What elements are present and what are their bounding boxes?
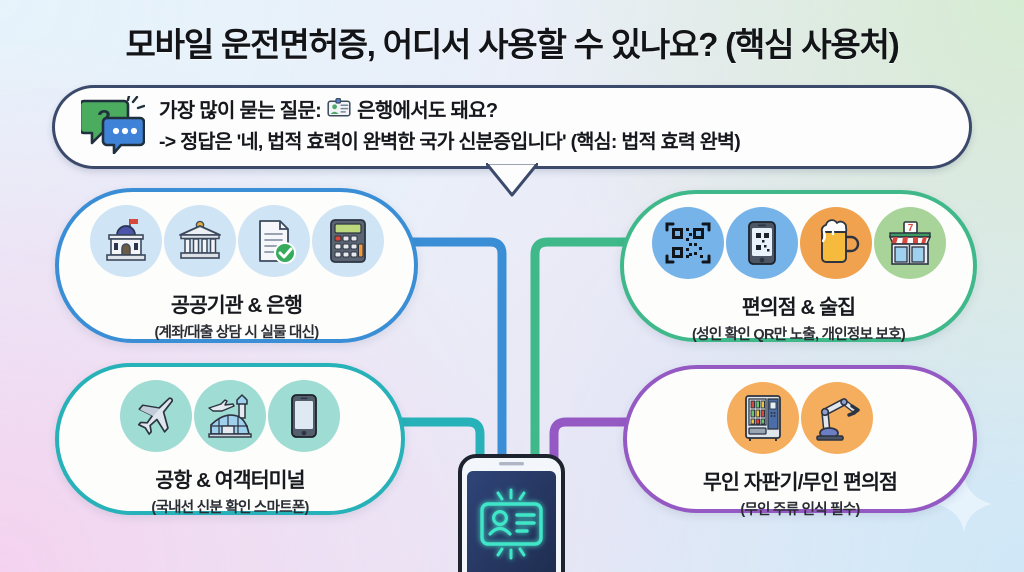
- faq-question-line: 가장 많이 묻는 질문: 은행에서도 돼요?: [159, 98, 740, 125]
- smartphone-mobile-id-icon[interactable]: [455, 452, 568, 572]
- connector-unmanned: [549, 417, 633, 477]
- card-title: 편의점 & 술집: [741, 296, 856, 319]
- glowing-id-card-icon: [480, 488, 543, 560]
- card-airport-terminal[interactable]: 공항 & 여객터미널 (국내선 신분 확인 스마트폰): [55, 363, 405, 516]
- svg-text:7: 7: [907, 223, 913, 234]
- convenience-store-icon: 7: [873, 207, 946, 279]
- card-convenience-store-pub[interactable]: 7 편의점 & 술집 (성인 확인 QR만 노출, 개인정보 보호): [620, 190, 977, 343]
- speech-bubble-tail: [486, 163, 538, 197]
- dots-speech-bubble-icon: [101, 116, 146, 154]
- robot-arm-icon: [801, 382, 873, 454]
- airport-terminal-icon: [194, 380, 266, 452]
- government-building-icon: [89, 205, 162, 277]
- card-title: 공항 & 여객터미널: [155, 469, 305, 492]
- vending-machine-icon: [727, 382, 799, 454]
- connector-public-banks: [407, 237, 507, 475]
- card-unmanned-vending-store[interactable]: 무인 자판기/무인 편의점 (무인 주류 인식 필수): [623, 365, 977, 518]
- card-title: 무인 자판기/무인 편의점: [703, 471, 898, 494]
- card-title: 공공기관 & 은행: [170, 294, 303, 317]
- calculator-icon: [311, 205, 384, 277]
- beer-mug-icon: [799, 207, 872, 279]
- qr-code-icon: [651, 207, 724, 279]
- card-subtitle: (계좌/대출 상담 시 실물 대신): [154, 325, 320, 341]
- faq-question-suffix: 은행에서도 돼요?: [357, 100, 498, 123]
- phone-qr-icon: [725, 207, 798, 279]
- card-subtitle: (무인 주류 인식 필수): [740, 502, 860, 518]
- id-badge-icon: [327, 98, 351, 125]
- card-icon-row: [727, 382, 873, 454]
- connector-airport: [395, 417, 485, 477]
- faq-speech-bubble: ? 가장 많이 묻는 질문:: [52, 85, 972, 169]
- card-subtitle: (국내선 신분 확인 스마트폰): [151, 500, 309, 516]
- faq-question-prefix: 가장 많이 묻는 질문:: [159, 100, 322, 123]
- card-icon-row: [89, 205, 384, 277]
- sparkle-star-icon: [936, 476, 992, 532]
- smartphone-icon: [268, 380, 340, 452]
- connector-convenience-store: [530, 237, 633, 475]
- airplane-icon: [120, 380, 192, 452]
- card-icon-row: [120, 380, 340, 452]
- faq-text-block: 가장 많이 묻는 질문: 은행에서도 돼요?: [159, 98, 741, 155]
- document-check-icon: [237, 205, 310, 277]
- card-public-institutions-banks[interactable]: 공공기관 & 은행 (계좌/대출 상담 시 실물 대신): [55, 188, 418, 343]
- card-icon-row: 7: [651, 207, 946, 279]
- page-title: 모바일 운전면허증, 어디서 사용할 수 있나요? (핵심 사용처): [125, 26, 900, 63]
- faq-answer-line: -> 정답은 '네, 법적 효력이 완벽한 국가 신분증입니다' (핵심: 법적…: [159, 131, 741, 154]
- speech-bubbles-icon-pair: ?: [78, 94, 146, 159]
- card-subtitle: (성인 확인 QR만 노출, 개인정보 보호): [692, 327, 906, 343]
- emphasis-lines-icon: [126, 94, 146, 109]
- bank-icon: [163, 205, 236, 277]
